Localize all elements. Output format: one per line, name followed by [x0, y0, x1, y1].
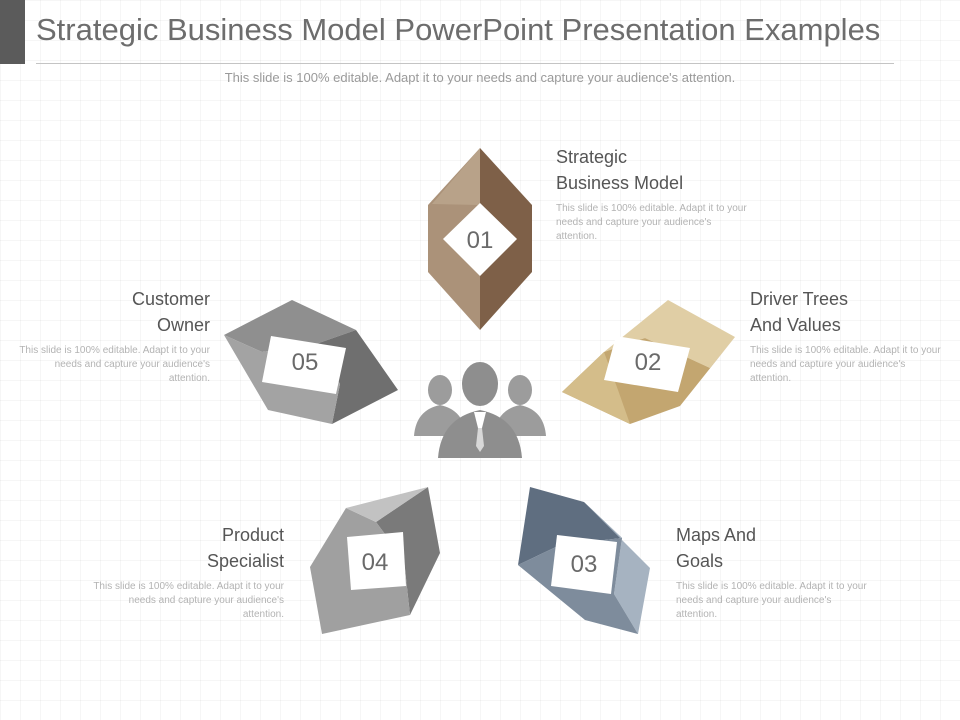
item-number-03: 03	[571, 551, 598, 578]
shape-01: 01	[428, 148, 532, 330]
title-divider	[36, 63, 894, 64]
item-title-05: Customer Owner	[16, 286, 210, 338]
shape-04: 04	[310, 487, 440, 634]
item-number-05: 05	[292, 349, 319, 376]
slide-title: Strategic Business Model PowerPoint Pres…	[36, 12, 881, 47]
title-accent-bar	[0, 0, 25, 64]
item-title-04: Product Specialist	[90, 522, 284, 574]
item-title-01-line2: Business Model	[556, 173, 684, 193]
item-desc-04: This slide is 100% editable. Adapt it to…	[93, 581, 284, 620]
item-title-05-line1: Customer	[131, 289, 210, 309]
item-title-01-line1: Strategic	[556, 147, 628, 167]
item-title-03-line1: Maps And	[676, 525, 757, 545]
item-desc-01: This slide is 100% editable. Adapt it to…	[556, 203, 747, 242]
item-title-04-line2: Specialist	[206, 551, 284, 571]
item-title-03: Maps And Goals	[676, 522, 756, 574]
item-desc-02: This slide is 100% editable. Adapt it to…	[750, 345, 941, 384]
item-title-02: Driver Trees And Values	[750, 286, 848, 338]
item-number-02: 02	[635, 349, 662, 376]
item-title-04-line1: Product	[221, 525, 284, 545]
shape-03: 03	[518, 487, 650, 634]
item-title-03-line2: Goals	[676, 551, 724, 571]
item-desc-03: This slide is 100% editable. Adapt it to…	[676, 581, 867, 620]
shape-05: 05	[224, 300, 398, 424]
item-number-01: 01	[467, 227, 494, 254]
shape-02: 02	[562, 300, 735, 424]
item-desc-05: This slide is 100% editable. Adapt it to…	[19, 345, 210, 384]
item-title-02-line1: Driver Trees	[750, 289, 849, 309]
slide-subtitle: This slide is 100% editable. Adapt it to…	[224, 70, 736, 85]
people-group-icon	[414, 362, 546, 458]
item-title-01: Strategic Business Model	[556, 144, 683, 196]
item-title-02-line2: And Values	[750, 315, 841, 335]
item-title-05-line2: Owner	[156, 315, 210, 335]
item-number-04: 04	[362, 549, 389, 576]
